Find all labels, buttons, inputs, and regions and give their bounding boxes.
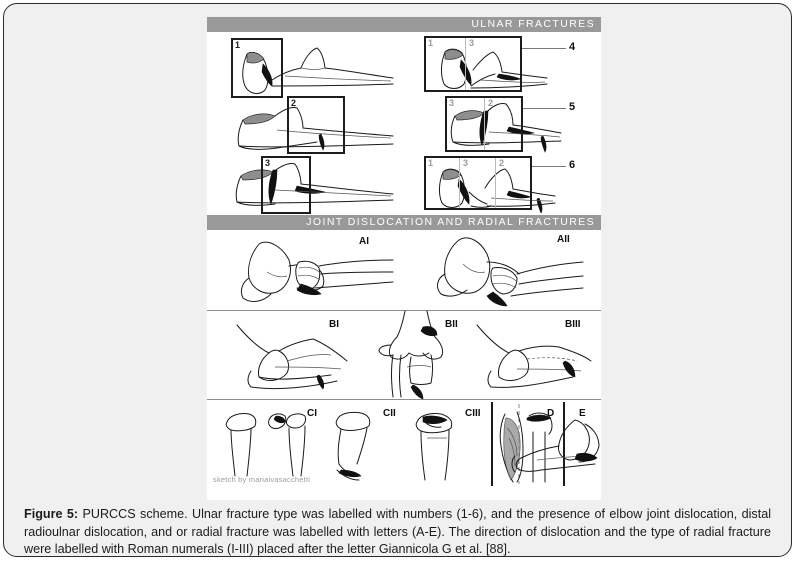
section-separator-2 bbox=[207, 399, 601, 400]
box-number-4b: 3 bbox=[469, 38, 475, 48]
ulna-drawing-3 bbox=[235, 163, 394, 206]
figure-number-5: 5 bbox=[569, 101, 576, 113]
box-number-6c: 2 bbox=[499, 158, 505, 168]
box-number-6a: 1 bbox=[428, 158, 434, 168]
radius-drawing-CII bbox=[335, 411, 371, 481]
elbow-drawing-E bbox=[511, 419, 600, 473]
box-divider-6a bbox=[459, 158, 460, 208]
panel-divider-left-d bbox=[491, 402, 493, 486]
label-CII: CII bbox=[383, 408, 396, 419]
elbow-drawing-BIII bbox=[476, 324, 592, 388]
highlight-box-3 bbox=[261, 156, 311, 214]
highlight-box-5 bbox=[445, 96, 523, 152]
row-a-panel: AI AII bbox=[207, 230, 601, 310]
ulna-drawing-1 bbox=[242, 47, 394, 94]
box-number-5a: 3 bbox=[449, 98, 455, 108]
elbow-drawing-BII bbox=[378, 310, 444, 400]
highlight-box-1 bbox=[231, 38, 283, 98]
highlight-box-2 bbox=[287, 96, 345, 154]
box-divider-5 bbox=[484, 98, 485, 150]
ulnar-fractures-panel: 1 2 bbox=[207, 32, 601, 215]
row-c-panel: CI CII CIII bbox=[207, 400, 601, 488]
label-BIII: BIII bbox=[565, 319, 581, 330]
caption-label: Figure 5: bbox=[24, 507, 79, 521]
banner-ulnar-fractures: ULNAR FRACTURES bbox=[207, 17, 601, 32]
label-CI: CI bbox=[307, 408, 317, 419]
box-number-2: 2 bbox=[291, 98, 297, 108]
sketch-credit: sketch by mariaivasacchetti bbox=[213, 475, 311, 484]
panel-divider-right-d bbox=[563, 402, 565, 486]
box-number-6b: 3 bbox=[463, 158, 469, 168]
leader-line-6 bbox=[532, 166, 566, 167]
figure-number-6: 6 bbox=[569, 159, 576, 171]
radioulnar-drawing-D bbox=[499, 404, 553, 484]
elbow-drawing-AII bbox=[437, 237, 584, 307]
label-E: E bbox=[579, 408, 586, 419]
figure-canvas: ULNAR FRACTURES 1 bbox=[207, 17, 601, 500]
leader-line-5 bbox=[523, 108, 566, 109]
radius-drawing-CIII bbox=[415, 413, 453, 481]
highlight-box-4 bbox=[424, 36, 522, 92]
box-number-3: 3 bbox=[265, 158, 271, 168]
label-D: D bbox=[547, 408, 555, 419]
figure-caption: Figure 5: PURCCS scheme. Ulnar fracture … bbox=[4, 502, 791, 556]
leader-line-4 bbox=[522, 48, 566, 49]
box-number-1: 1 bbox=[235, 40, 241, 50]
label-AII: AII bbox=[557, 234, 570, 245]
figure-number-4: 4 bbox=[569, 41, 576, 53]
highlight-box-6 bbox=[424, 156, 532, 210]
section-separator-1 bbox=[207, 310, 601, 311]
box-divider-4 bbox=[465, 38, 466, 90]
ulna-drawing-2 bbox=[237, 107, 394, 151]
label-BI: BI bbox=[329, 319, 339, 330]
box-number-5b: 2 bbox=[488, 98, 494, 108]
ulna-drawing-5 bbox=[450, 103, 562, 153]
figure-card: ULNAR FRACTURES 1 bbox=[3, 3, 792, 557]
elbow-drawing-BI bbox=[236, 324, 348, 390]
caption-text: PURCCS scheme. Ulnar fracture type was l… bbox=[24, 507, 771, 556]
banner-joint-dislocation: JOINT DISLOCATION AND RADIAL FRACTURES bbox=[207, 215, 601, 230]
box-divider-6b bbox=[495, 158, 496, 208]
box-number-4a: 1 bbox=[428, 38, 434, 48]
row-b-panel: BI BII bbox=[207, 310, 601, 400]
radius-drawing-CI bbox=[225, 413, 306, 477]
label-AI: AI bbox=[359, 236, 369, 247]
label-CIII: CIII bbox=[465, 408, 481, 419]
elbow-drawing-AI bbox=[240, 241, 394, 302]
label-BII: BII bbox=[445, 319, 458, 330]
